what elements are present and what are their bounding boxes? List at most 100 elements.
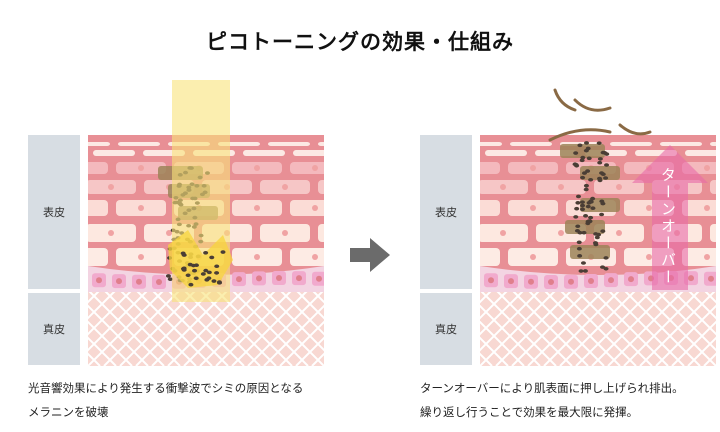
melanin-particle bbox=[581, 171, 587, 175]
basal-nucleus bbox=[316, 275, 322, 282]
melanin-particle bbox=[597, 176, 603, 181]
melanin-particle bbox=[204, 278, 210, 282]
melanin-particle bbox=[583, 187, 589, 192]
shed-melanin-flake bbox=[553, 88, 577, 112]
melanin-deposit bbox=[560, 144, 605, 158]
cell-nucleus bbox=[530, 165, 536, 171]
dermis-fiber bbox=[183, 289, 261, 366]
flat-cell bbox=[610, 142, 652, 146]
cell-nucleus bbox=[616, 184, 622, 190]
melanin-particle bbox=[206, 270, 212, 275]
melanin-particle bbox=[581, 230, 587, 235]
melanin-particle bbox=[603, 256, 609, 260]
caption-before-line2: メラニンを破壊 bbox=[28, 405, 109, 419]
basal-nucleus bbox=[708, 275, 714, 282]
flat-cell bbox=[318, 142, 324, 146]
basal-nucleus bbox=[276, 275, 282, 282]
shed-melanin-flake bbox=[573, 98, 612, 112]
melanin-particle bbox=[185, 273, 191, 278]
melanin-particle bbox=[193, 263, 199, 268]
cell-nucleus bbox=[254, 165, 260, 171]
melanin-particle bbox=[580, 155, 586, 160]
cell-nucleus bbox=[558, 184, 564, 190]
cell-nucleus bbox=[138, 165, 144, 171]
melanin-particle bbox=[587, 219, 593, 224]
melanin-particle bbox=[188, 282, 194, 287]
dermis-fiber bbox=[215, 289, 293, 366]
dermis-fiber bbox=[607, 289, 685, 366]
cell-nucleus bbox=[138, 205, 144, 211]
dermis-fiber bbox=[687, 289, 716, 320]
melanin-particle bbox=[585, 204, 591, 209]
epidermal-cell bbox=[88, 248, 108, 266]
dermis-fiber bbox=[247, 289, 324, 366]
flat-cell bbox=[293, 150, 324, 156]
melanin-particle bbox=[580, 175, 586, 180]
melanin-particle bbox=[216, 280, 222, 284]
dermis-fiber bbox=[88, 289, 117, 320]
dermis-fiber bbox=[295, 336, 324, 366]
epidermal-cell bbox=[682, 200, 716, 216]
up-arrow-icon bbox=[632, 145, 708, 290]
cell-nucleus bbox=[254, 254, 260, 260]
dermis-fiber bbox=[103, 289, 181, 366]
melanin-particle bbox=[211, 279, 217, 283]
dermis-fiber bbox=[591, 289, 669, 366]
dermis-fiber bbox=[480, 289, 557, 366]
melanin-particle bbox=[597, 157, 603, 161]
basal-nucleus bbox=[296, 275, 302, 282]
dermis-fiber bbox=[263, 304, 324, 366]
flat-cell bbox=[485, 150, 527, 156]
cell-nucleus bbox=[558, 230, 564, 236]
dermis-fiber bbox=[575, 289, 653, 366]
page-title: ピコトーニングの効果・仕組み bbox=[206, 30, 514, 54]
caption-before-line1: 光音響効果により発生する衝撃波でシミの原因となる bbox=[28, 381, 304, 395]
label-dermis-right: 真皮 bbox=[420, 293, 472, 365]
dermis-fiber bbox=[88, 289, 149, 352]
dermis-fiber bbox=[655, 304, 716, 366]
melanin-particle bbox=[580, 203, 586, 208]
melanin-particle bbox=[203, 268, 209, 273]
flat-cell bbox=[660, 142, 702, 146]
cell-nucleus bbox=[616, 230, 622, 236]
basal-nucleus bbox=[156, 278, 162, 285]
cell-nucleus bbox=[530, 205, 536, 211]
melanin-particle bbox=[573, 151, 579, 155]
melanin-particle bbox=[577, 254, 583, 258]
flat-cell bbox=[685, 150, 716, 156]
basal-nucleus bbox=[136, 278, 142, 285]
melanin-particle bbox=[209, 255, 215, 260]
epidermal-cell bbox=[682, 248, 716, 266]
flat-cell bbox=[243, 150, 285, 156]
cell-nucleus bbox=[282, 230, 288, 236]
dermis-fiber bbox=[687, 336, 716, 366]
melanin-particle bbox=[575, 194, 581, 199]
epidermal-cell bbox=[290, 200, 324, 216]
shed-melanin-flake bbox=[548, 128, 612, 142]
epidermal-cell bbox=[318, 180, 324, 194]
label-epidermis-right: 表皮 bbox=[420, 135, 472, 289]
turnover-arrow: ターンオーバー bbox=[630, 145, 710, 290]
melanin-particle bbox=[604, 152, 610, 156]
cell-nucleus bbox=[704, 165, 710, 171]
basal-nucleus bbox=[488, 277, 494, 284]
label-dermis-left: 真皮 bbox=[28, 293, 80, 365]
basal-nucleus bbox=[528, 278, 534, 285]
flat-cell bbox=[480, 142, 502, 146]
melanin-particle bbox=[597, 160, 603, 165]
dermis-fiber bbox=[167, 289, 245, 366]
melanin-particle bbox=[220, 250, 226, 254]
flat-cell bbox=[510, 142, 552, 146]
basal-nucleus bbox=[568, 278, 574, 285]
dermis-fiber bbox=[231, 289, 309, 366]
right-arrow-icon bbox=[350, 238, 390, 272]
melanin-particle bbox=[588, 215, 594, 220]
cell-nucleus bbox=[138, 254, 144, 260]
melanin-particle bbox=[203, 250, 209, 255]
melanin-particle bbox=[600, 265, 606, 269]
melanin-particle bbox=[586, 156, 592, 161]
epidermal-cell bbox=[88, 162, 108, 174]
cell-nucleus bbox=[530, 254, 536, 260]
dermis-fiber bbox=[295, 289, 324, 320]
flat-cell bbox=[268, 142, 310, 146]
